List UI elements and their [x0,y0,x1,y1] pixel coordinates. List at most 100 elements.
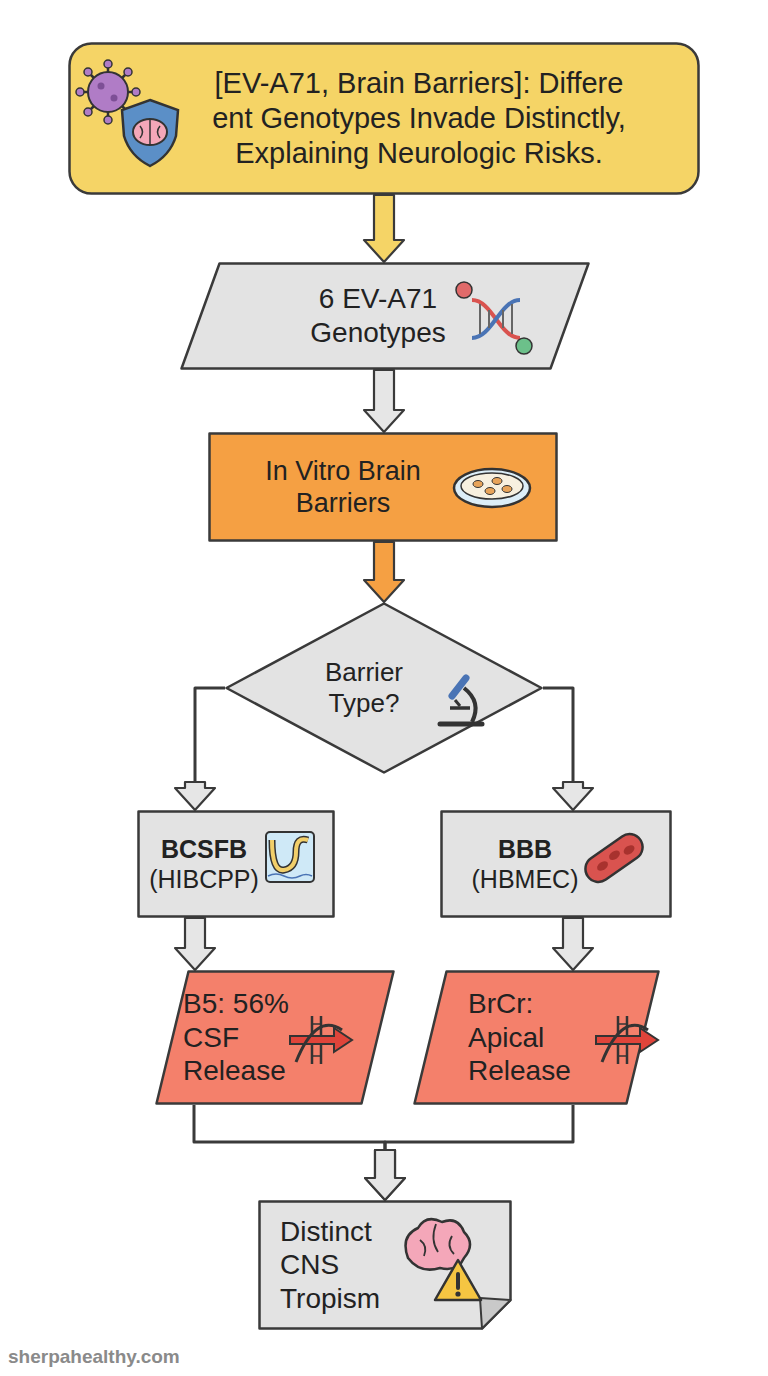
flow-connector [364,195,404,262]
virus-icon-part [84,68,92,76]
process-box-shape [210,434,557,541]
block-arrow [175,782,215,810]
petri-dish-icon [454,469,530,507]
block-arrow [553,782,593,810]
input-parallelogram: 6 EV-A71 Genotypes [180,262,590,370]
process-box: BBB(HBMEC) [440,810,672,918]
dna-icon-part [511,304,513,334]
shield-brain-icon-part [133,119,167,145]
petri-dish-icon-part [485,488,495,495]
title-box-shape [70,44,699,194]
choroid-plexus-icon-part [266,832,314,882]
dna-icon-part [479,304,481,334]
node-text: B5: 56% CSF Release [183,987,305,1088]
process-box-shape [139,812,334,917]
decision-diamond-shape [227,604,542,773]
block-arrow [553,918,593,970]
connector-line [385,1105,573,1150]
blood-vessel-icon-part [595,859,609,872]
node-text: BCSFB [161,834,247,864]
block-arrow [365,1150,405,1200]
blood-vessel-icon-part [622,843,636,856]
choroid-plexus-icon-part [272,839,308,870]
node-subtext: (HBMEC) [472,864,579,894]
connector-line [194,1105,385,1150]
decision-diamond: Barrier Type? [225,602,543,774]
virus-icon-part [132,88,140,96]
block-arrow [364,370,404,432]
choroid-plexus-icon-part [272,839,308,870]
node-text-area: 6 EV-A71 Genotypes [290,266,466,366]
flow-connector [194,1105,405,1200]
flow-connector [364,542,404,602]
input-parallelogram-outline [180,262,590,370]
petri-dish-icon-part [502,486,512,493]
watermark: sherpahealthy.com [8,1346,180,1368]
block-arrow [364,542,404,602]
virus-icon-part [88,72,128,112]
process-box-outline [440,810,672,918]
node-text-area: In Vitro Brain Barriers [238,436,448,538]
flow-connector [364,370,404,432]
blood-vessel-icon-part [607,848,621,861]
virus-icon-part [104,60,112,68]
virus-icon-part [84,108,92,116]
virus-icon-part [98,83,105,90]
result-parallelogram-shape [157,972,394,1104]
page-fold [480,1298,511,1329]
barrier-crossing-icon-part [312,1055,321,1057]
node-text-area: BCSFB(HIBCPP) [145,814,263,914]
node-text-area: [EV-A71, Brain Barriers]: Differe ent Ge… [203,46,635,191]
node-text-area: BBB(HBMEC) [460,814,590,914]
node-text-area: B5: 56% CSF Release [183,974,305,1101]
brain-warning-icon-part [455,1291,460,1296]
dna-icon-part [456,282,472,298]
barrier-crossing-icon-part [312,1023,321,1025]
block-arrow [364,195,404,262]
block-arrow [365,1150,405,1200]
petri-dish-icon-part [492,478,502,485]
document-shape-shape [260,1202,511,1329]
document-shape: Distinct CNS Tropism [258,1200,512,1330]
shield-brain-icon-part [140,120,160,145]
node-text-area: Barrier Type? [305,606,423,770]
node-text: BBB [498,834,552,864]
petri-dish-icon-part [461,473,523,499]
connector-line [195,688,225,782]
dna-icon-part [502,310,504,328]
input-parallelogram-shape [182,264,589,369]
virus-icon-part [111,95,118,102]
virus-icon-part [76,88,84,96]
flow-connector [175,688,225,810]
virus-icon-part [104,116,112,124]
choroid-plexus-icon [266,832,314,882]
flow-connector [175,918,215,970]
node-text: Barrier Type? [305,657,423,719]
node-text: BrCr: Apical Release [468,987,580,1088]
flow-connector [365,1105,573,1200]
flow-connector [543,688,593,810]
result-parallelogram-shape [415,972,659,1104]
flow-connector [553,918,593,970]
node-text: 6 EV-A71 Genotypes [290,282,466,349]
node-text-area: Distinct CNS Tropism [280,1204,402,1326]
result-parallelogram: B5: 56% CSF Release [155,970,395,1105]
connector-line [543,688,573,782]
barrier-crossing-icon-part [618,1055,627,1057]
dna-icon-part [488,310,490,328]
microscope-icon-part [450,706,470,710]
node-text: Distinct CNS Tropism [280,1215,402,1316]
petri-dish-icon-part [473,481,483,488]
brain-warning-icon-part [456,1274,460,1288]
petri-dish-icon-part [454,469,530,507]
virus-icon-part [124,68,132,76]
node-text-area: BrCr: Apical Release [468,974,580,1101]
barrier-crossing-icon-part [618,1023,627,1025]
block-arrow [175,918,215,970]
node-subtext: (HIBCPP) [149,864,259,894]
node-text: In Vitro Brain Barriers [238,455,448,520]
dna-icon-part [516,338,532,354]
